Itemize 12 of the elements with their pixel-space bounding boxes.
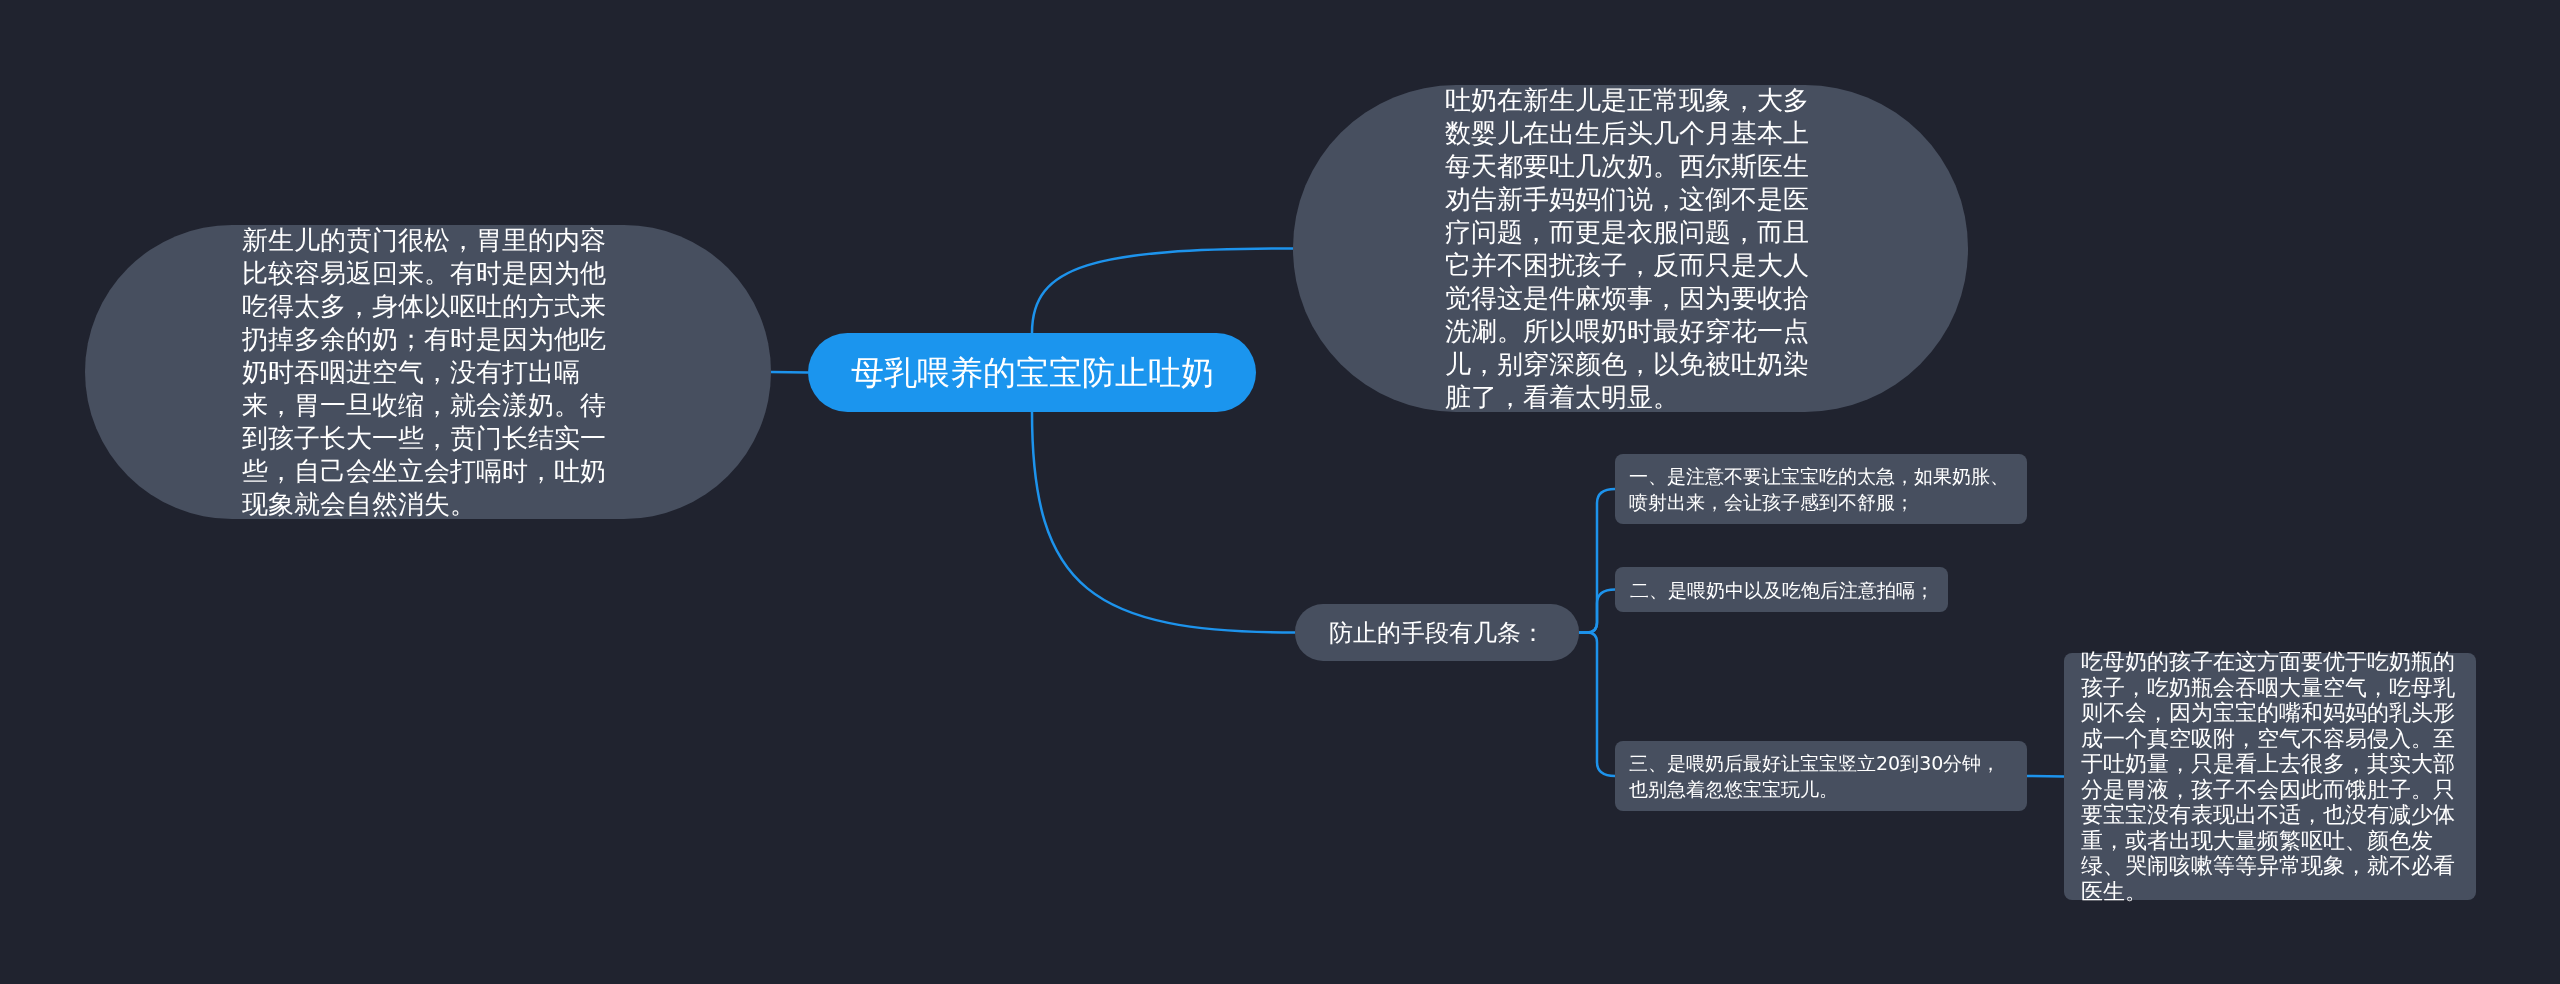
note-box: 三、是喂奶后最好让宝宝竖立20到30分钟，也别急着忽悠宝宝玩儿。	[1615, 741, 2027, 811]
note-box: 一、是注意不要让宝宝吃的太急，如果奶胀、喷射出来，会让孩子感到不舒服；	[1615, 454, 2027, 524]
note-box: 二、是喂奶中以及吃饱后注意拍嗝；	[1615, 567, 1948, 612]
branch-box: 防止的手段有几条：	[1295, 604, 1579, 661]
connector-line	[1030, 247, 1293, 334]
text-bubble: 吐奶在新生儿是正常现象，大多数婴儿在出生后头几个月基本上每天都要吐几次奶。西尔斯医生劝告新手妈妈们说，这倒不是医疗问题，而更是衣服问题，而且它并不困扰孩子，反而只是大人觉得这是件麻烦事，因为要收拾洗涮。所以喂奶时最好穿花一点儿，别穿深颜色，以免被吐奶染脏了，看着太明显。	[1293, 85, 1968, 412]
connector-line	[1579, 631, 1616, 778]
connector-line	[2027, 774, 2064, 778]
topic-box: 母乳喂养的宝宝防止吐奶	[808, 333, 1256, 412]
connector-line	[771, 370, 808, 374]
connector-line	[1030, 411, 1296, 634]
text-bubble: 新生儿的贲门很松，胃里的内容比较容易返回来。有时是因为他吃得太多，身体以呕吐的方式来扔掉多余的奶；有时是因为他吃奶时吞咽进空气，没有打出嗝来，胃一旦收缩，就会漾奶。待到孩子长大一些，贲门长结实一些，自己会坐立会打嗝时，吐奶现象就会自然消失。	[85, 225, 771, 519]
